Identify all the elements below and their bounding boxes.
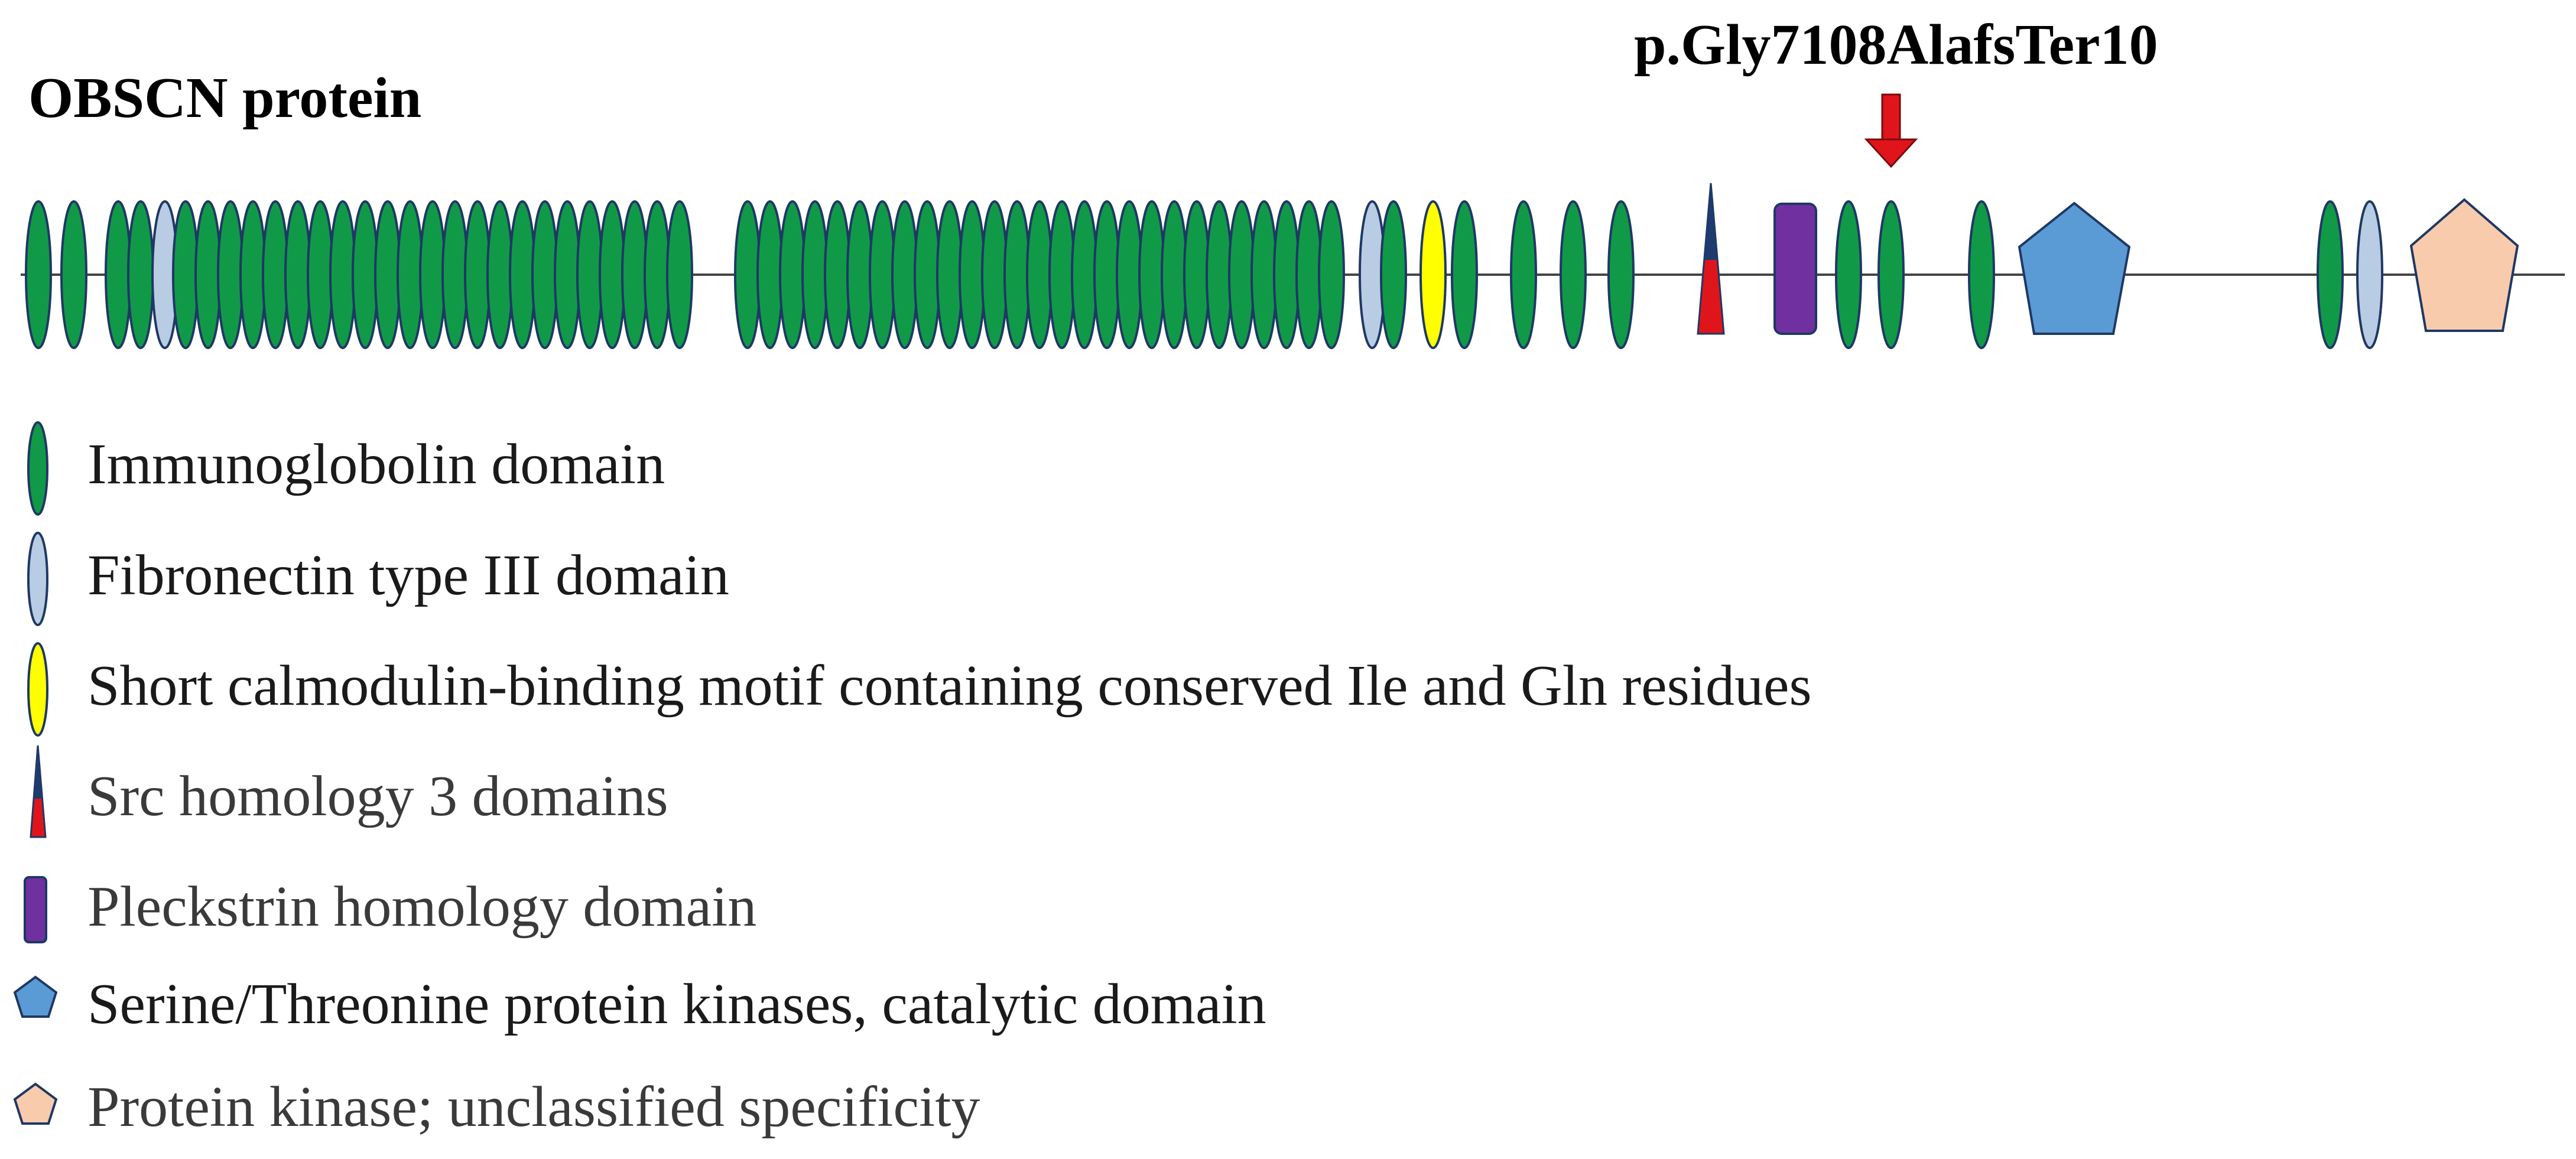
legend-item-calmodulin: Short calmodulin-binding motif containin… <box>27 642 1812 737</box>
immunoglobulin-domain <box>1048 200 1076 349</box>
calmodulin-binding-motif <box>1419 200 1447 349</box>
legend-label: Fibronectin type III domain <box>87 543 729 607</box>
immunoglobulin-domain <box>576 200 603 349</box>
immunoglobulin-domain <box>105 200 132 349</box>
immunoglobulin-domain <box>1071 200 1098 349</box>
mutation-arrow <box>1864 93 1918 168</box>
immunoglobulin-domain <box>1183 200 1210 349</box>
immunoglobulin-domain <box>2317 200 2344 349</box>
immunoglobulin-domain <box>1206 200 1233 349</box>
immunoglobulin-domain <box>25 200 52 349</box>
immunoglobulin-domain <box>779 200 806 349</box>
immunoglobulin-domain <box>621 200 648 349</box>
immunoglobulin-domain <box>217 200 244 349</box>
legend-label: Pleckstrin homology domain <box>87 875 756 939</box>
legend-item-ser-thr-kinase: Serine/Threonine protein kinases, cataly… <box>13 972 1266 1036</box>
diagram-title: OBSCN protein <box>28 66 421 130</box>
immunoglobulin-domain <box>734 200 761 349</box>
immunoglobulin-domain <box>1161 200 1188 349</box>
immunoglobulin-domain <box>869 200 896 349</box>
ser-thr-kinase-domain <box>2018 201 2131 335</box>
fibronectin-icon <box>27 532 48 626</box>
immunoglobulin-domain <box>419 200 446 349</box>
immunoglobulin-domain <box>1835 200 1862 349</box>
legend-label: Immunoglobolin domain <box>87 432 665 496</box>
legend: Immunoglobolin domain Fibronectin type I… <box>13 421 1812 1139</box>
immunoglobulin-domain <box>1116 200 1143 349</box>
immunoglobulin-domain <box>127 200 154 349</box>
immunoglobulin-domain <box>846 200 873 349</box>
immunoglobulin-domain <box>1273 200 1300 349</box>
unclassified-kinase-domain <box>2409 198 2519 332</box>
immunoglobulin-domain <box>599 200 626 349</box>
immunoglobulin-domain <box>1968 200 1995 349</box>
immunoglobulin-domain <box>644 200 671 349</box>
immunoglobulin-domain <box>554 200 581 349</box>
calmodulin-motif-icon <box>27 642 48 737</box>
immunoglobulin-domain <box>441 200 469 349</box>
immunoglobulin-domain <box>284 200 311 349</box>
mutation-label: p.Gly7108AlafsTer10 <box>1634 13 2158 77</box>
immunoglobulin-domain <box>194 200 222 349</box>
immunoglobulin-domain <box>1138 200 1165 349</box>
immunoglobulin-domain <box>1026 200 1053 349</box>
legend-item-unclassified-kinase: Protein kinase; unclassified specificity <box>13 1075 980 1139</box>
legend-label: Short calmodulin-binding motif containin… <box>87 654 1812 718</box>
immunoglobulin-domain <box>172 200 199 349</box>
immunoglobulin-domain <box>1451 200 1478 349</box>
legend-item-immunoglobulin: Immunoglobolin domain <box>27 421 665 516</box>
immunoglobulin-domain <box>486 200 514 349</box>
immunoglobulin-domain <box>352 200 379 349</box>
legend-item-pleckstrin: Pleckstrin homology domain <box>24 875 756 943</box>
immunoglobulin-domain <box>756 200 784 349</box>
immunoglobulin-domain <box>307 200 334 349</box>
immunoglobulin-domain <box>1003 200 1031 349</box>
immunoglobulin-domain <box>464 200 491 349</box>
immunoglobulin-domain <box>666 200 693 349</box>
immunoglobulin-domain <box>824 200 851 349</box>
immunoglobulin-domain <box>329 200 356 349</box>
immunoglobulin-domain <box>239 200 267 349</box>
immunoglobulin-domain <box>531 200 558 349</box>
pleckstrin-domain <box>1773 203 1817 335</box>
pleckstrin-icon <box>24 876 47 943</box>
sh3-domain-top <box>1704 183 1717 260</box>
immunoglobulin-domain <box>1295 200 1323 349</box>
legend-label: Protein kinase; unclassified specificity <box>87 1075 980 1139</box>
legend-item-fibronectin: Fibronectin type III domain <box>27 532 729 626</box>
immunoglobulin-domain <box>1228 200 1255 349</box>
legend-label: Src homology 3 domains <box>87 764 668 828</box>
immunoglobulin-domain <box>374 200 401 349</box>
immunoglobulin-domain <box>1877 200 1905 349</box>
protein-track <box>25 183 2519 349</box>
legend-label: Serine/Threonine protein kinases, cataly… <box>87 972 1266 1036</box>
immunoglobulin-domain <box>801 200 829 349</box>
immunoglobulin-domain <box>914 200 941 349</box>
immunoglobulin-domain <box>1380 200 1407 349</box>
legend-item-sh3: Src homology 3 domains <box>30 745 668 838</box>
immunoglobulin-domain <box>60 200 87 349</box>
immunoglobulin-domain <box>1510 200 1537 349</box>
immunoglobulin-domain <box>1318 200 1345 349</box>
immunoglobulin-domain <box>981 200 1008 349</box>
unclassified-kinase-icon <box>13 1082 58 1125</box>
immunoglobulin-domain <box>1607 200 1635 349</box>
immunoglobulin-icon <box>27 421 48 516</box>
immunoglobulin-domain <box>936 200 963 349</box>
immunoglobulin-domain <box>959 200 986 349</box>
ser-thr-kinase-icon <box>13 975 58 1018</box>
immunoglobulin-domain <box>262 200 289 349</box>
immunoglobulin-domain <box>891 200 918 349</box>
immunoglobulin-domain <box>1093 200 1120 349</box>
fibronectin-domain <box>2356 200 2383 349</box>
immunoglobulin-domain <box>1560 200 1587 349</box>
immunoglobulin-domain <box>509 200 536 349</box>
immunoglobulin-domain <box>397 200 424 349</box>
immunoglobulin-domain <box>1250 200 1278 349</box>
